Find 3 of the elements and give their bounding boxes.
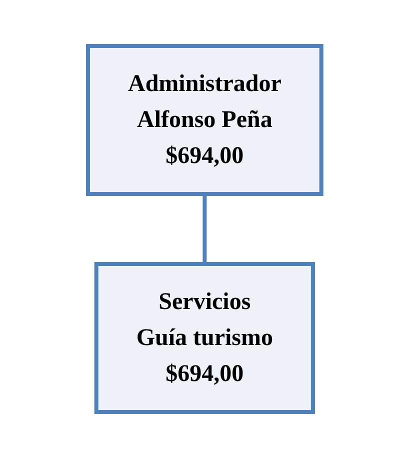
connector (202, 194, 206, 264)
node-box: Servicios Guía turismo $694,00 (94, 262, 315, 414)
node-box: Administrador Alfonso Peña $694,00 (86, 44, 324, 196)
